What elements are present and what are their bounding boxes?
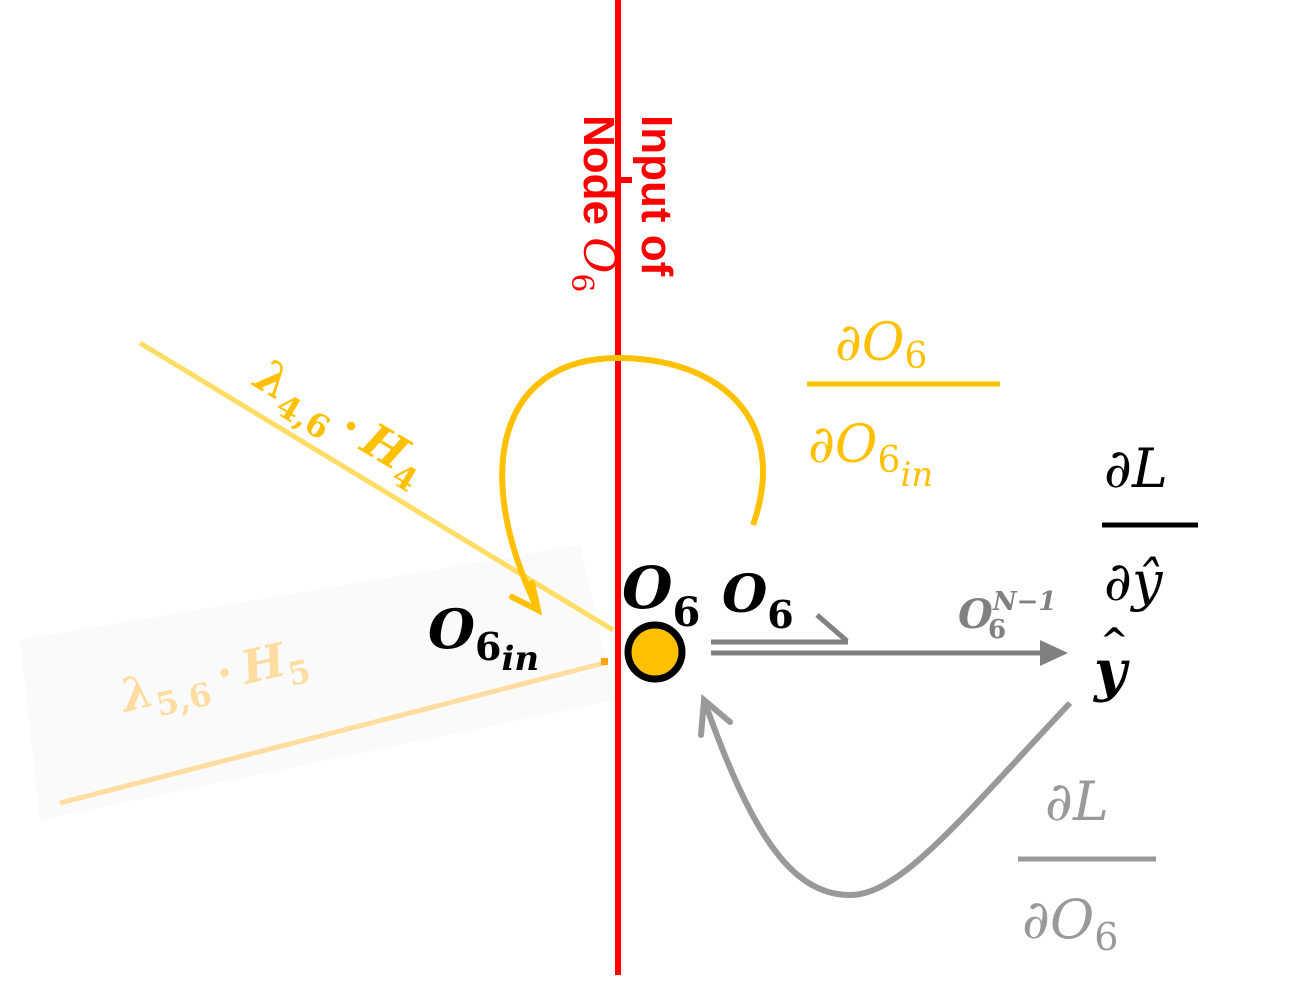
fraction-numerator: ∂O6 xyxy=(835,313,927,377)
o-sup: N−1 xyxy=(992,587,1057,617)
input-label-node-word: Node xyxy=(574,115,623,237)
o-var: O xyxy=(1050,888,1094,951)
partial-symbol: ∂ xyxy=(1104,437,1132,500)
input-label-var: O xyxy=(573,237,624,273)
input-label-sub: 6 xyxy=(564,273,599,292)
node-output-label-1: O6 xyxy=(622,554,700,636)
o-subsub: in xyxy=(502,639,540,679)
backprop-curve xyxy=(701,698,1073,899)
partial-symbol: ∂ xyxy=(1022,888,1050,951)
faint-label-background xyxy=(20,545,615,820)
l-var: L xyxy=(1072,770,1109,833)
o-sub: 6 xyxy=(1094,915,1118,959)
prediction-label: y xyxy=(1092,638,1130,704)
activation-arc xyxy=(499,354,766,612)
forward-harpoon-barb xyxy=(815,613,849,643)
o-var: O xyxy=(835,415,878,475)
output-power-sub: 6 xyxy=(988,615,1006,645)
output-power-label: ON−1 xyxy=(958,587,1057,638)
fraction-dL-dyhat: ∂L ∂ŷ xyxy=(1102,437,1198,613)
partial-symbol: ∂ xyxy=(1045,770,1073,833)
edge-h5-endpoint xyxy=(601,658,608,665)
o-sub: 6 xyxy=(905,336,928,377)
fraction-numerator: ∂L xyxy=(1104,437,1168,500)
partial-symbol: ∂ xyxy=(808,415,835,475)
o-var: O xyxy=(722,564,767,625)
fraction-denominator: ∂O6 xyxy=(1022,888,1118,959)
o-var: O xyxy=(958,591,993,638)
o-sub: 6 xyxy=(878,440,901,481)
o-var: O xyxy=(622,554,673,622)
partial-symbol: ∂ xyxy=(835,313,862,373)
l-var: L xyxy=(1131,437,1168,500)
fraction-dL-dO6: ∂L ∂O6 xyxy=(1018,770,1156,959)
backprop-arrowhead xyxy=(698,693,733,738)
node-o6[interactable] xyxy=(624,621,686,683)
input-label-line1: Input of xyxy=(632,115,681,277)
o-sub: 6 xyxy=(673,589,701,636)
o-var: O xyxy=(862,313,905,373)
node-output-label-2: O6 xyxy=(722,564,794,637)
forward-arrowhead xyxy=(1040,640,1068,666)
node-input-label: O6in xyxy=(428,597,539,679)
fraction-denominator: ∂ŷ xyxy=(1104,550,1164,613)
o-sub: 6 xyxy=(767,592,793,637)
o-var: O xyxy=(428,597,475,661)
input-node-label: Input of Node O6 xyxy=(564,115,681,292)
fraction-dO6-dO6in: ∂O6 ∂O6in xyxy=(807,313,1000,495)
o-subsub: in xyxy=(900,455,933,495)
edge-h5-to-o6 xyxy=(59,659,609,806)
input-label-line2: Node O6 xyxy=(564,115,624,292)
yhat-var: ŷ xyxy=(1130,550,1164,613)
prediction-hat: ^ xyxy=(1100,621,1129,661)
fraction-denominator: ∂O6in xyxy=(808,415,933,495)
o-sub: 6 xyxy=(475,624,501,669)
activation-arc-arrowhead xyxy=(509,580,543,616)
fraction-numerator: ∂L xyxy=(1045,770,1109,833)
partial-symbol: ∂ xyxy=(1104,550,1132,613)
